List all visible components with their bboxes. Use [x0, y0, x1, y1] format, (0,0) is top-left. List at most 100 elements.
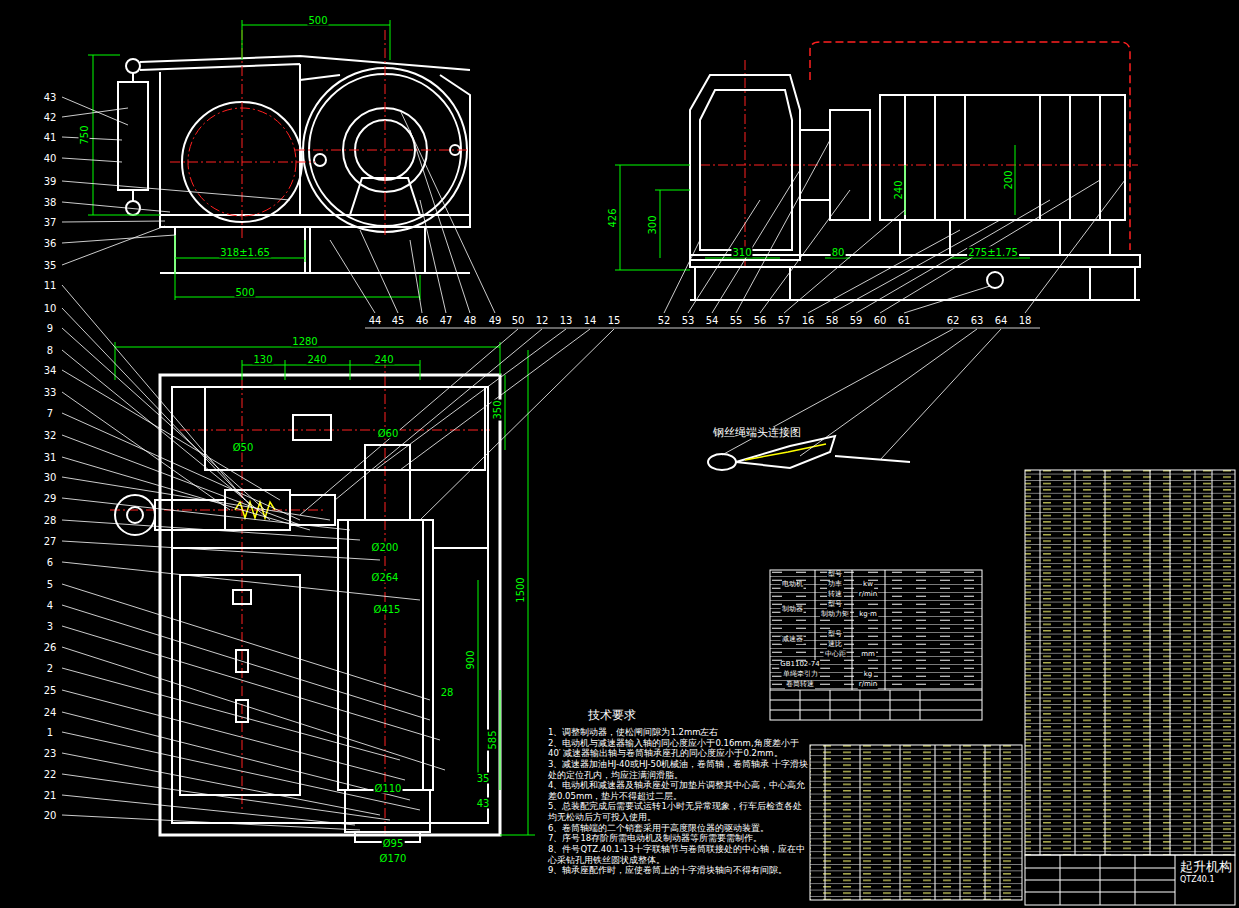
dimension: 240: [893, 179, 904, 200]
callout-number: 39: [43, 176, 58, 187]
dimension: 750: [79, 124, 90, 145]
callout-number: 61: [897, 315, 912, 326]
callout-number: 45: [391, 315, 406, 326]
title-block: 起升机构QTZ40.1: [1177, 858, 1235, 886]
drawing-title: 起升机构: [1180, 860, 1232, 875]
dimension: 130: [252, 354, 273, 365]
dimension: Ø200: [371, 542, 400, 553]
table-cell: 型号: [827, 571, 843, 579]
dimension: 43: [476, 798, 491, 809]
table-cell: 单绳牵引力: [782, 671, 819, 679]
callout-number: 42: [43, 112, 58, 123]
callout-number: 13: [559, 315, 574, 326]
callout-number: 38: [43, 197, 58, 208]
callout-number: 14: [583, 315, 598, 326]
callout-number: 40: [43, 153, 58, 164]
table-cell: 电动机: [781, 581, 804, 589]
callout-number: 27: [43, 536, 58, 547]
dimension: Ø415: [373, 604, 402, 615]
callout-number: 7: [46, 408, 54, 419]
leader-lines: [62, 97, 1125, 830]
dimension: 318±1.65: [219, 247, 271, 258]
dimension: Ø264: [371, 572, 400, 583]
dimension: 350: [492, 399, 503, 420]
table-cell: 速比: [827, 641, 843, 649]
callout-number: 64: [994, 315, 1009, 326]
callout-number: 21: [43, 790, 58, 801]
table-cell: 型号: [827, 601, 843, 609]
callout-number: 32: [43, 430, 58, 441]
dimension: 80: [831, 247, 846, 258]
callout-number: 20: [43, 810, 58, 821]
callout-number: 1: [46, 727, 54, 738]
table-cell: kg·m: [858, 611, 878, 619]
callout-number: 22: [43, 769, 58, 780]
requirement-item: 3、减速器加油HJ-40或HJ-50机械油，卷筒轴，卷筒轴承 十字滑块处的定位孔…: [548, 759, 810, 780]
callout-number: 52: [657, 315, 672, 326]
requirements-title: 技术要求: [587, 709, 637, 722]
callout-number: 31: [43, 452, 58, 463]
dimension: 35: [476, 773, 491, 784]
spec-table: [770, 570, 982, 720]
dimension: Ø60: [377, 428, 400, 439]
centerlines: [110, 30, 1138, 848]
dimension: Ø170: [379, 853, 408, 864]
callout-number: 16: [801, 315, 816, 326]
callout-number: 9: [46, 323, 54, 334]
requirement-item: 9、轴承座配作时，应使卷筒上的十字滑块轴向不得有间隙。: [548, 865, 810, 876]
dimension: 300: [647, 214, 658, 235]
dimension: 240: [306, 354, 327, 365]
callout-number: 24: [43, 707, 58, 718]
callout-number: 3: [46, 621, 54, 632]
callout-number: 43: [43, 92, 58, 103]
table-cell: kw: [862, 581, 874, 589]
callout-number: 8: [46, 345, 54, 356]
detail-title: 钢丝绳端头连接图: [712, 427, 802, 439]
dimension: Ø110: [374, 783, 403, 794]
dimension: 1500: [515, 576, 526, 603]
callout-number: 62: [946, 315, 961, 326]
callout-number: 4: [46, 600, 54, 611]
dimension: 500: [307, 15, 328, 26]
callout-number: 35: [43, 260, 58, 271]
dimension: 310: [731, 247, 752, 258]
callout-number: 60: [873, 315, 888, 326]
dimension: Ø50: [232, 442, 255, 453]
dimension: Ø95: [382, 838, 405, 849]
requirements-block: 1、调整制动器，使松闸间隙为1.2mm左右2、电动机与减速器输入轴的同心度应小于…: [548, 727, 810, 876]
dimension: 275±1.75: [967, 247, 1019, 258]
callout-number: 50: [511, 315, 526, 326]
requirement-item: 2、电动机与减速器输入轴的同心度应小于0.16mm,角度差小于40′ 减速器输出…: [548, 738, 810, 759]
callout-number: 57: [777, 315, 792, 326]
end-view: [118, 56, 470, 273]
callout-number: 55: [729, 315, 744, 326]
requirement-item: 1、调整制动器，使松闸间隙为1.2mm左右: [548, 727, 810, 738]
callout-number: 6: [46, 557, 54, 568]
callout-number: 44: [368, 315, 383, 326]
table-cell: GB1102-74: [779, 661, 820, 669]
callout-number: 56: [753, 315, 768, 326]
callout-number: 58: [825, 315, 840, 326]
table-cell: 转速: [827, 591, 843, 599]
clearance-outline: [810, 42, 1130, 250]
callout-number: 23: [43, 748, 58, 759]
callout-number: 48: [463, 315, 478, 326]
drawing-number: QTZ40.1: [1180, 875, 1232, 884]
side-view: [690, 75, 1140, 300]
callout-number: 46: [415, 315, 430, 326]
dimension: 585: [487, 729, 498, 750]
requirement-item: 4、电动机和减速器及轴承座处可加垫片调整其中心高，中心高允差0.05mm，垫片不…: [548, 780, 810, 801]
callout-number: 63: [970, 315, 985, 326]
callout-number: 36: [43, 238, 58, 249]
table-cell: r/min: [858, 681, 878, 689]
requirement-item: 5、总装配完成后需要试运转1小时无异常现象，行车后检查各处均无松动后方可投入使用…: [548, 801, 810, 822]
dimension: 426: [607, 207, 618, 228]
plan-view: [115, 375, 500, 842]
callout-number: 30: [43, 472, 58, 483]
table-cell: 制动力矩: [820, 611, 850, 619]
callout-number: 5: [46, 579, 54, 590]
requirement-item: 7、序号18存阶所需电动机及制动器等所需要需制作。: [548, 833, 810, 844]
dimension: 900: [465, 649, 476, 670]
table-cell: mm: [860, 651, 876, 659]
table-cell: r/min: [858, 591, 878, 599]
